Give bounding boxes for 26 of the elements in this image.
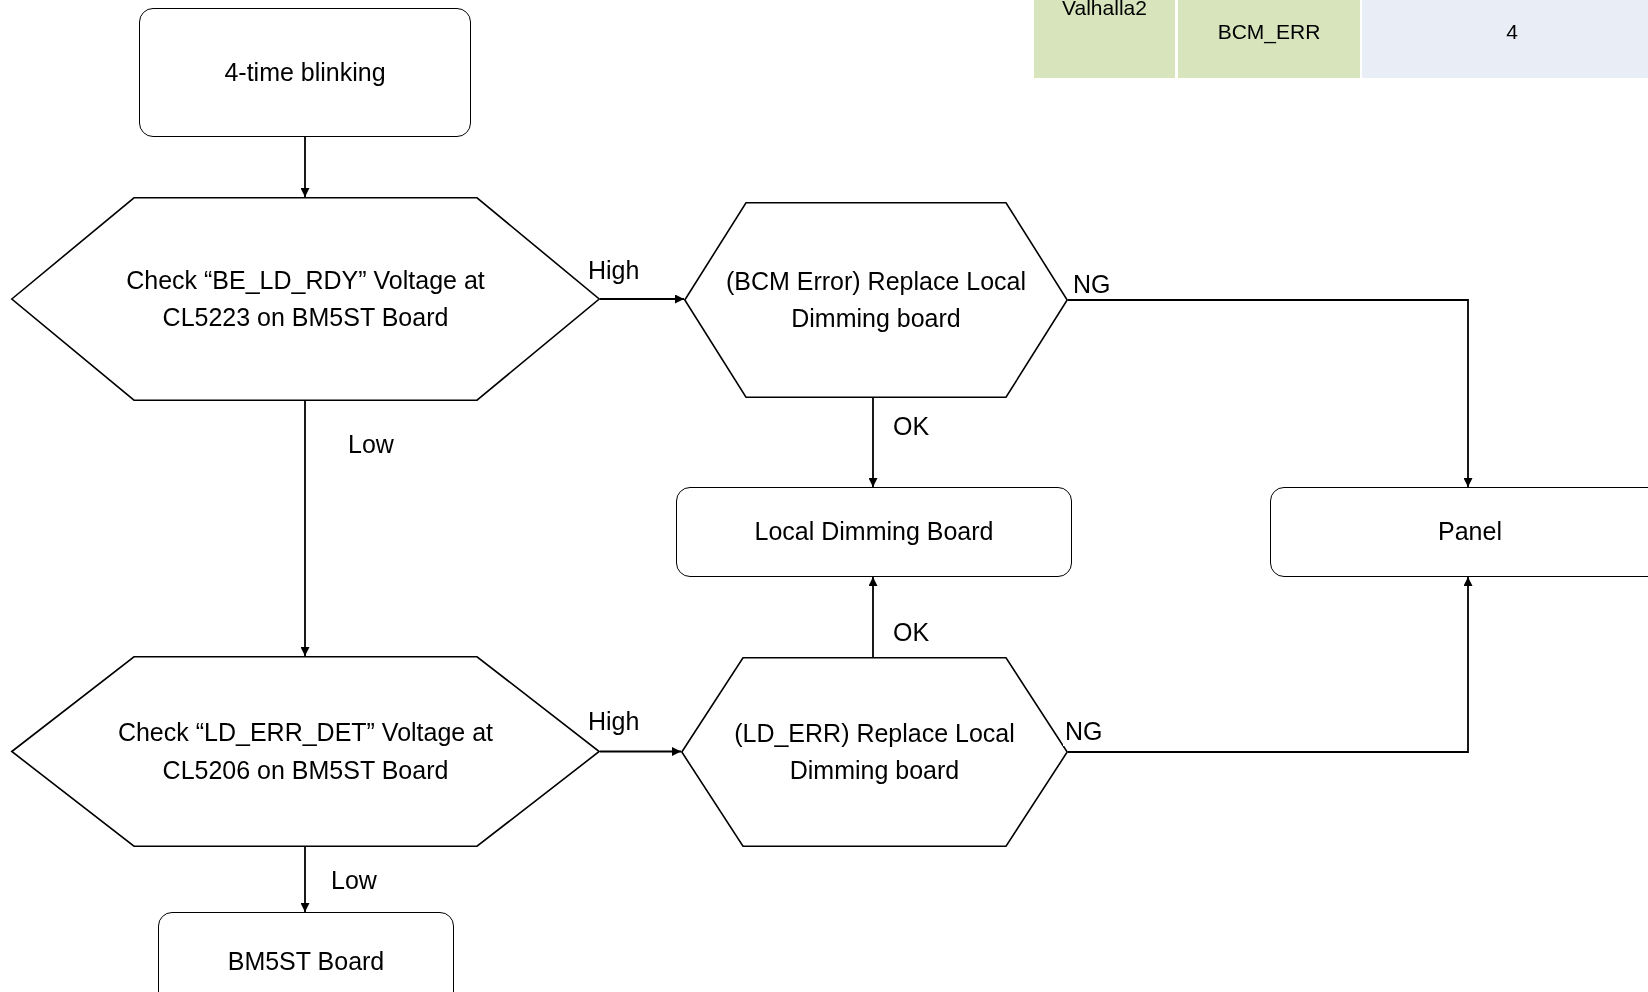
- decision-hexagon: [684, 202, 1068, 398]
- table-cell: BCM_ERR: [1178, 0, 1360, 78]
- arrow: [300, 136, 310, 198]
- node-text: BM5ST Board: [227, 946, 385, 978]
- process-box: [676, 487, 1072, 577]
- process-box: [1270, 487, 1648, 577]
- node-text: 4-time blinking: [224, 56, 386, 88]
- arrow: [599, 294, 685, 304]
- arrow: [868, 576, 878, 658]
- table-cell: 4: [1362, 0, 1648, 78]
- node-text: Check “BE_LD_RDY” Voltage at CL5223 on BM5ST Board: [125, 264, 486, 333]
- arrow: [599, 747, 682, 756]
- arrow: [1067, 576, 1473, 753]
- arrow: [868, 397, 878, 488]
- decision-hexagon: [681, 657, 1068, 847]
- arrow: [1067, 299, 1473, 488]
- node-text: Local Dimming Board: [754, 516, 994, 548]
- node-text: (LD_ERR) Replace Local Dimming board: [733, 717, 1016, 786]
- node-text: Check “LD_ERR_DET” Voltage at CL5206 on BM5ST Board: [116, 717, 495, 786]
- node-text: Panel: [1438, 516, 1502, 548]
- table-cell: Valhalla2: [1034, 0, 1175, 78]
- process-box: [139, 8, 471, 137]
- arrow: [300, 400, 310, 657]
- arrow: [300, 846, 310, 913]
- process-box: [158, 912, 454, 992]
- node-text: (BCM Error) Replace Local Dimming board: [724, 265, 1028, 334]
